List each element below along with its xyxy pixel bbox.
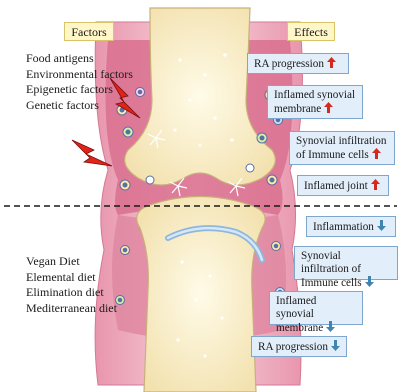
up-arrow-icon (324, 102, 333, 113)
factor-item: Epigenetic factors (26, 82, 133, 98)
down-arrow-icon (326, 321, 335, 332)
effect-label: Synovial infiltration of Immune cells (301, 250, 362, 289)
down-arrow-icon (377, 220, 386, 231)
up-arrow-icon (372, 148, 381, 159)
effect-box: RA progression (247, 53, 349, 74)
effect-label: Inflamed synovial membrane (274, 89, 355, 115)
effect-label: Inflammation (313, 221, 374, 233)
factors-header: Factors (64, 22, 114, 41)
factor-item: Environmental factors (26, 67, 133, 83)
factors-bottom-list: Vegan Diet Elemental diet Elimination di… (26, 254, 117, 316)
factor-item: Genetic factors (26, 98, 133, 114)
effect-label: Inflamed synovial membrane (276, 295, 323, 334)
effect-box: Synovial infiltration of Immune cells (294, 246, 398, 280)
diet-item: Elimination diet (26, 285, 117, 301)
factor-item: Food antigens (26, 51, 133, 67)
effects-header: Effects (287, 22, 335, 41)
effect-box: RA progression (251, 336, 347, 357)
effect-box: Inflammation (306, 216, 396, 237)
effect-label: RA progression (254, 58, 324, 70)
diet-item: Mediterranean diet (26, 301, 117, 317)
down-arrow-icon (331, 340, 340, 351)
effect-label: RA progression (258, 341, 328, 353)
up-arrow-icon (327, 57, 336, 68)
effect-box: Inflamed joint (297, 175, 389, 196)
effect-label: Inflamed joint (304, 180, 368, 192)
down-arrow-icon (365, 276, 374, 287)
factors-top-list: Food antigens Environmental factors Epig… (26, 51, 133, 113)
effect-box: Synovial infiltration of Immune cells (289, 131, 395, 165)
diet-item: Vegan Diet (26, 254, 117, 270)
effect-box: Inflamed synovial membrane (267, 85, 363, 119)
up-arrow-icon (371, 179, 380, 190)
diet-item: Elemental diet (26, 270, 117, 286)
effect-box: Inflamed synovial membrane (269, 291, 363, 325)
